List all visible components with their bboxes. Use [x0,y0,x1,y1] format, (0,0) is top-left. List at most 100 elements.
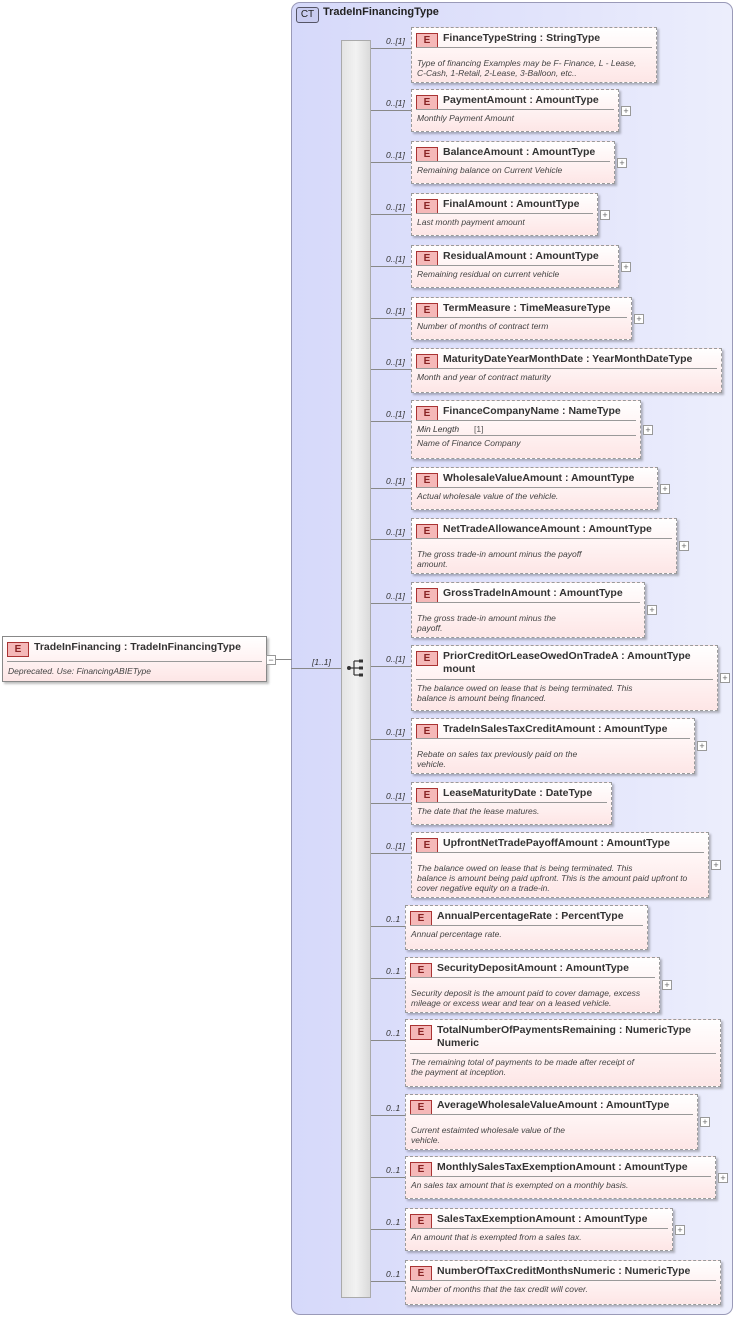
expand-icon[interactable]: + [600,210,610,220]
sequence-bar [341,40,371,1298]
element-icon: E [416,473,438,488]
expand-icon[interactable]: + [675,1225,685,1235]
expand-icon[interactable]: + [621,262,631,272]
element-multiplicity: 0..[1] [386,841,405,851]
element-icon: E [416,788,438,803]
connector [371,266,411,267]
element-multiplicity: 0..1 [386,1103,401,1113]
expand-icon[interactable]: + [718,1173,728,1183]
divider [410,1228,668,1229]
divider [416,161,610,162]
element-multiplicity: 0..1 [386,1269,401,1279]
element-doc: The balance owed on lease that is being … [417,683,633,693]
element-icon: E [416,354,438,369]
expand-icon[interactable]: + [662,980,672,990]
connector [371,1177,405,1178]
element-name: PaymentAmount : AmountType [443,94,599,106]
element-name: NetTradeAllowanceAmount : AmountType [443,523,652,535]
complex-type-badge: CT [296,7,319,23]
divider [410,1280,716,1281]
element-multiplicity: 0..[1] [386,654,405,664]
connector [371,421,411,422]
expand-icon[interactable]: + [647,605,657,615]
connector [371,603,411,604]
expand-icon[interactable]: + [643,425,653,435]
element-doc: Type of financing Examples may be F- Fin… [417,58,637,68]
element-doc: Security deposit is the amount paid to c… [411,988,641,998]
element-doc: Remaining balance on Current Vehicle [417,165,563,175]
sequence-icon[interactable] [346,659,366,677]
element-multiplicity: 0..[1] [386,36,405,46]
element-icon: E [410,1025,432,1040]
divider [410,1176,711,1177]
root-element[interactable]: E TradeInFinancing : TradeInFinancingTyp… [2,636,267,682]
element-multiplicity: 0..[1] [386,527,405,537]
root-element-doc: Deprecated. Use: FinancingABIEType [8,666,151,676]
element-name: SalesTaxExemptionAmount : AmountType [437,1213,648,1225]
element-name: FinanceTypeString : StringType [443,32,601,44]
element-icon: E [416,147,438,162]
expand-icon[interactable]: + [700,1117,710,1127]
element-doc: the payment at inception. [411,1067,506,1077]
element-name: BalanceAmount : AmountType [443,146,596,158]
element-doc: payoff. [417,623,443,633]
element-name: GrossTradeInAmount : AmountType [443,587,623,599]
element-multiplicity: 0..1 [386,1165,401,1175]
element-multiplicity: 0..[1] [386,150,405,160]
element-multiplicity: 0..[1] [386,254,405,264]
expand-icon[interactable]: + [617,158,627,168]
connector [371,48,411,49]
connector [371,488,411,489]
divider [416,487,653,488]
expand-icon[interactable]: + [621,106,631,116]
element-icon: E [416,651,438,666]
element-doc: Name of Finance Company [417,438,521,448]
element-icon: E [416,588,438,603]
element-doc: Number of months that the tax credit wil… [411,1284,588,1294]
connector [371,803,411,804]
element-multiplicity: 0..[1] [386,727,405,737]
element-icon: E [416,251,438,266]
element-multiplicity: 0..[1] [386,791,405,801]
divider [416,317,627,318]
collapse-icon[interactable]: − [266,655,276,665]
element-doc: Actual wholesale value of the vehicle. [417,491,559,501]
element-doc: Annual percentage rate. [411,929,502,939]
element-multiplicity: 0..[1] [386,98,405,108]
element-doc: cover negative equity on a trade-in. [417,883,550,893]
connector [276,659,292,660]
connector [371,1229,405,1230]
connector [371,1115,405,1116]
expand-icon[interactable]: + [679,541,689,551]
expand-icon[interactable]: + [634,314,644,324]
expand-icon[interactable]: + [697,741,707,751]
element-icon: E [7,642,29,657]
expand-icon[interactable]: + [711,860,721,870]
expand-icon[interactable]: + [660,484,670,494]
element-doc: C-Cash, 1-Retail, 2-Lease, 3-Balloon, et… [417,68,577,78]
element-multiplicity: 0..1 [386,966,401,976]
expand-icon[interactable]: + [720,673,730,683]
